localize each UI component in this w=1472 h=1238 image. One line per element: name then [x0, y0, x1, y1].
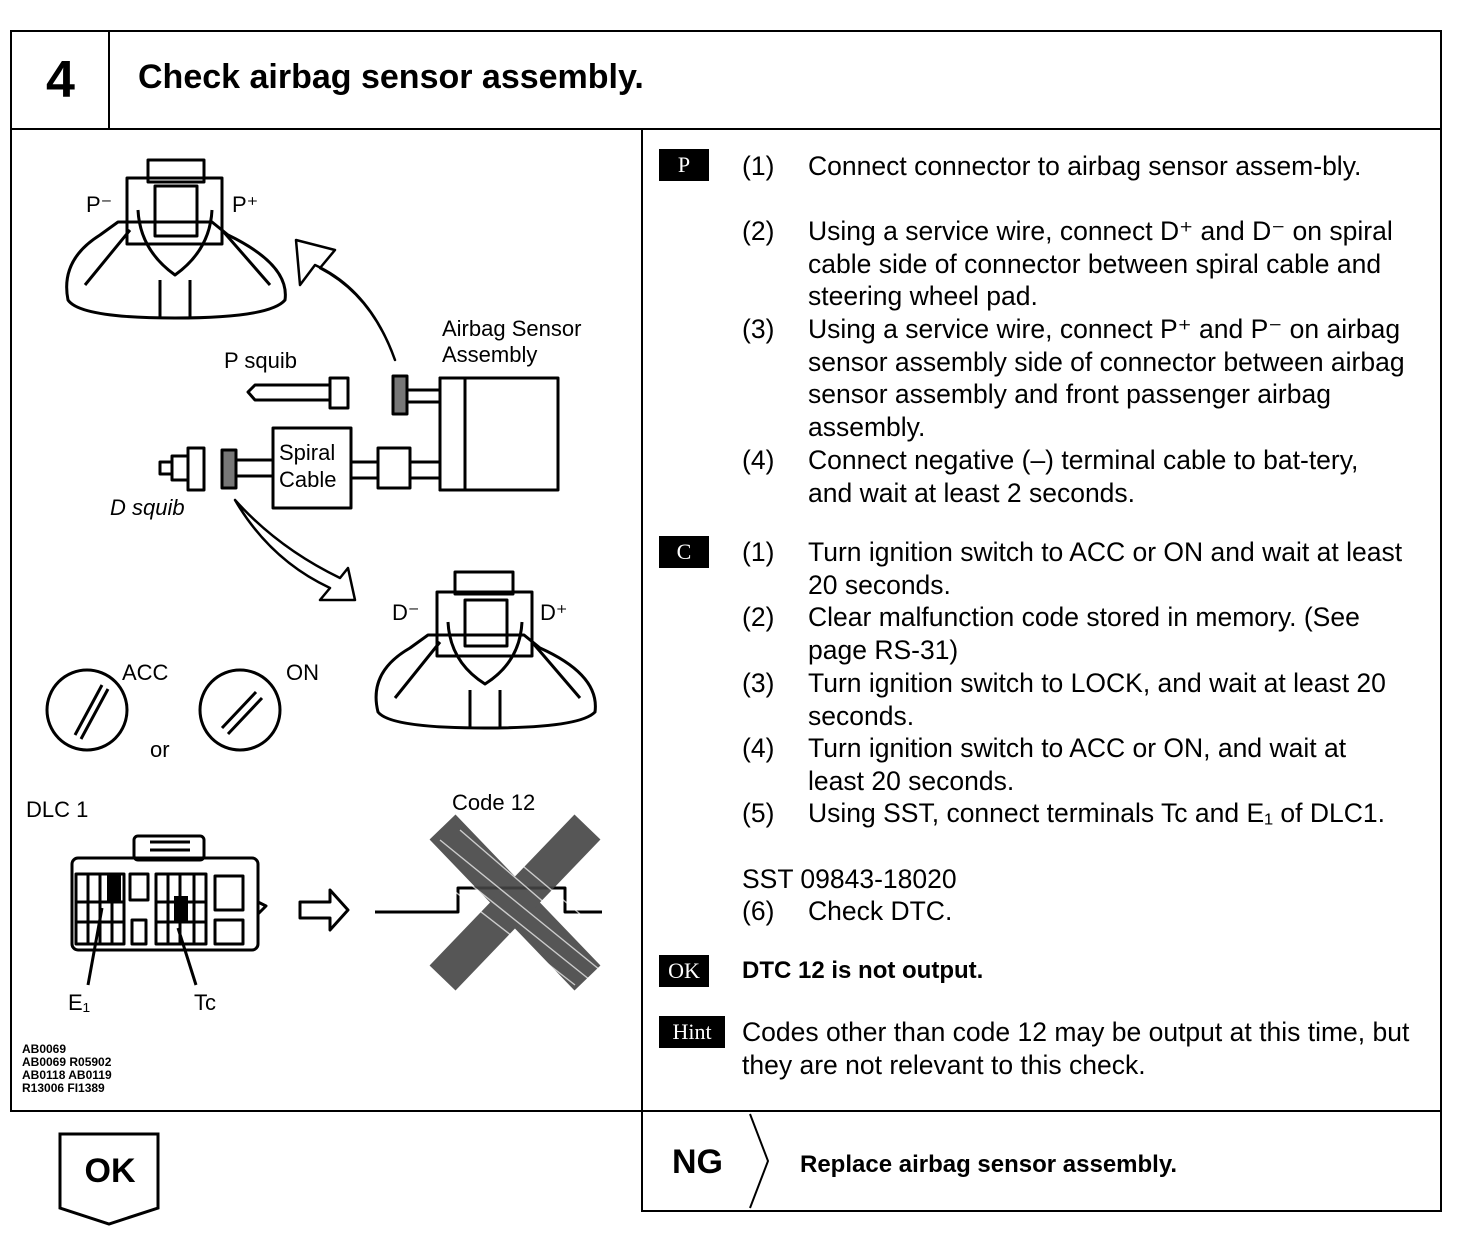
p-step-4-num: (4) [742, 445, 775, 475]
p-step-2-text: Using a service wire, connect D⁺ and D⁻ … [808, 216, 1393, 311]
d-connector-icon [374, 633, 597, 730]
ok-text: DTC 12 is not output. [742, 957, 984, 984]
dlc1-connector-icon [70, 856, 260, 952]
p-step-4-text: Connect negative (–) terminal cable to b… [808, 445, 1359, 508]
result-bottom [641, 1210, 1442, 1212]
p-step-3-num: (3) [742, 314, 775, 344]
p-step-1-num: (1) [742, 151, 775, 181]
code12-label: Code 12 [452, 790, 536, 815]
c-step-4-text: Turn ignition switch to ACC or ON, and w… [808, 733, 1347, 796]
p-step-3-text: Using a service wire, connect P⁺ and P⁻ … [808, 314, 1405, 442]
header-divider [10, 128, 1442, 130]
airbag-sensor-block [438, 376, 560, 492]
c-step-5-text: Using SST, connect terminals Tc and E₁ o… [808, 798, 1385, 828]
figure-code-4: R13006 FI1389 [22, 1081, 105, 1095]
d-squib-plug-icon [158, 446, 206, 492]
body-bottom [10, 1110, 1442, 1112]
figure-code-3: AB0118 AB0119 [22, 1068, 112, 1082]
ng-result-label: NG [672, 1143, 723, 1181]
tc-label: Tc [194, 990, 216, 1015]
ok-tag: OK [659, 955, 709, 987]
p-squib-label: P squib [224, 348, 297, 373]
d-squib-label: D squib [110, 495, 185, 520]
hint-text: Codes other than code 12 may be output a… [742, 1017, 1410, 1080]
d-minus-label: D⁻ [392, 600, 420, 625]
airbag-sensor-label-1: Airbag Sensor [442, 316, 582, 341]
airbag-diagram [45, 158, 606, 991]
spiral-cable-block [271, 426, 353, 510]
or-label: or [150, 737, 170, 762]
p-plus-label: P⁺ [232, 192, 259, 217]
spiral-cable-label-2: Cable [279, 467, 337, 492]
c-step-6-num: (6) [742, 896, 775, 926]
step-title: Check airbag sensor assembly. [138, 58, 644, 96]
figure-code-2: AB0069 R05902 [22, 1055, 112, 1069]
ok-result-box [58, 1132, 160, 1226]
step-number-divider [108, 30, 110, 130]
spiral-cable-label-1: Spiral [279, 440, 336, 465]
c-step-1-text: Turn ignition switch to ACC or ON and wa… [808, 537, 1403, 600]
c-step-1-num: (1) [742, 537, 775, 567]
c-step-5-num: (5) [742, 798, 775, 828]
ng-chevron [749, 1113, 770, 1209]
c-step-3-num: (3) [742, 668, 775, 698]
frame-left [10, 30, 12, 1112]
dlc1-label: DLC 1 [26, 797, 89, 822]
p-step-1-text: Connect connector to airbag sensor assem… [808, 151, 1362, 181]
on-label: ON [286, 660, 319, 685]
e1-label: E₁ [68, 990, 91, 1015]
p-squib-plug-icon [246, 376, 350, 410]
sst-line: SST 09843-18020 [742, 864, 957, 894]
hollow-arrow-icon [298, 888, 350, 932]
c-step-6-text: Check DTC. [808, 896, 953, 926]
c-step-2-text: Clear malfunction code stored in memory.… [808, 602, 1360, 665]
frame-top [10, 30, 1442, 32]
p-connector-icon [65, 220, 287, 320]
c-step-2-num: (2) [742, 602, 775, 632]
p-tag: P [659, 149, 709, 181]
d-plus-label: D⁺ [540, 600, 568, 625]
column-divider [641, 128, 643, 1212]
hint-tag: Hint [659, 1016, 725, 1048]
crossed-out-x-icon [429, 814, 601, 991]
arrow-to-d-connector [233, 498, 357, 602]
step-number: 4 [46, 51, 75, 109]
acc-switch-icon [45, 668, 129, 752]
frame-right [1440, 30, 1442, 1212]
acc-label: ACC [122, 660, 169, 685]
ok-result-label: OK [84, 1152, 136, 1190]
arrow-to-p-connector [294, 238, 397, 362]
on-switch-icon [198, 668, 282, 752]
c-step-3-text: Turn ignition switch to LOCK, and wait a… [808, 668, 1386, 731]
p-step-2-num: (2) [742, 216, 775, 246]
c-step-4-num: (4) [742, 733, 775, 763]
airbag-sensor-label-2: Assembly [442, 342, 538, 367]
ng-action-text: Replace airbag sensor assembly. [800, 1151, 1178, 1178]
p-minus-label: P⁻ [86, 192, 113, 217]
figure-code-1: AB0069 [22, 1042, 67, 1056]
c-tag: C [659, 536, 709, 568]
